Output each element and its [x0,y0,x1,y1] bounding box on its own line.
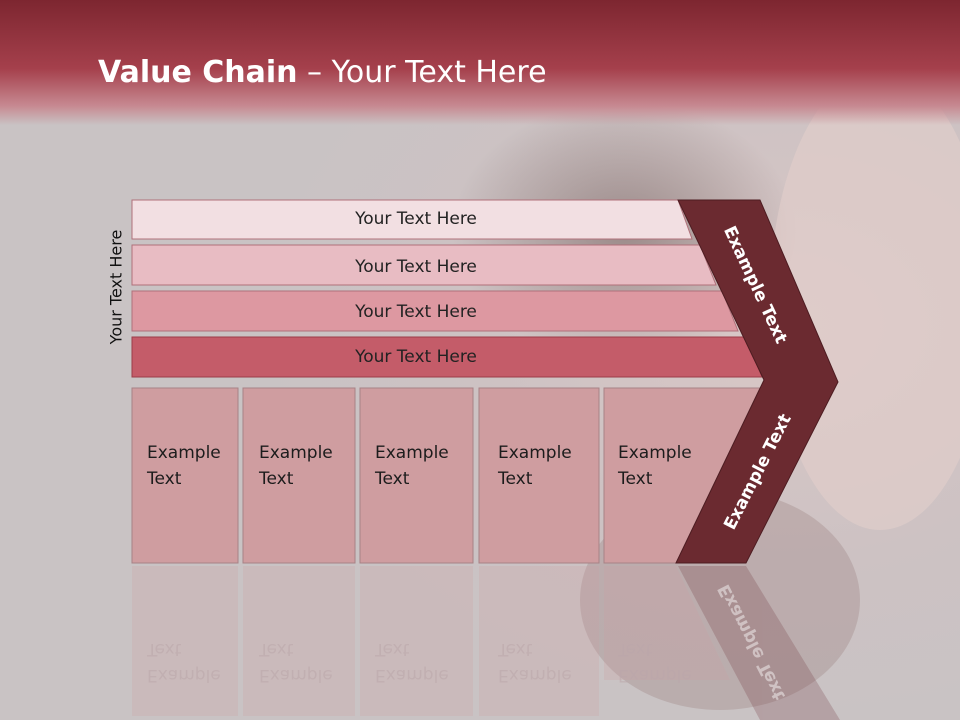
row-label-4: Your Text Here [355,347,477,367]
row-shape-4 [131,336,763,378]
box-shape-4 [478,387,600,564]
box-shape-1 [131,387,239,564]
box-shape-3 [359,387,474,564]
reflection [132,566,840,720]
row-shape-2 [131,244,717,286]
slide-title: Value Chain – Your Text Here [98,55,547,90]
row-shape-1 [131,199,693,240]
row-shape-3 [131,290,739,332]
row-label-1: Your Text Here [355,209,477,229]
header-band [0,0,960,125]
row-label-2: Your Text Here [355,257,477,277]
row-label-3: Your Text Here [355,302,477,322]
chevron-arrow [675,199,839,564]
box-shape-2 [242,387,356,564]
